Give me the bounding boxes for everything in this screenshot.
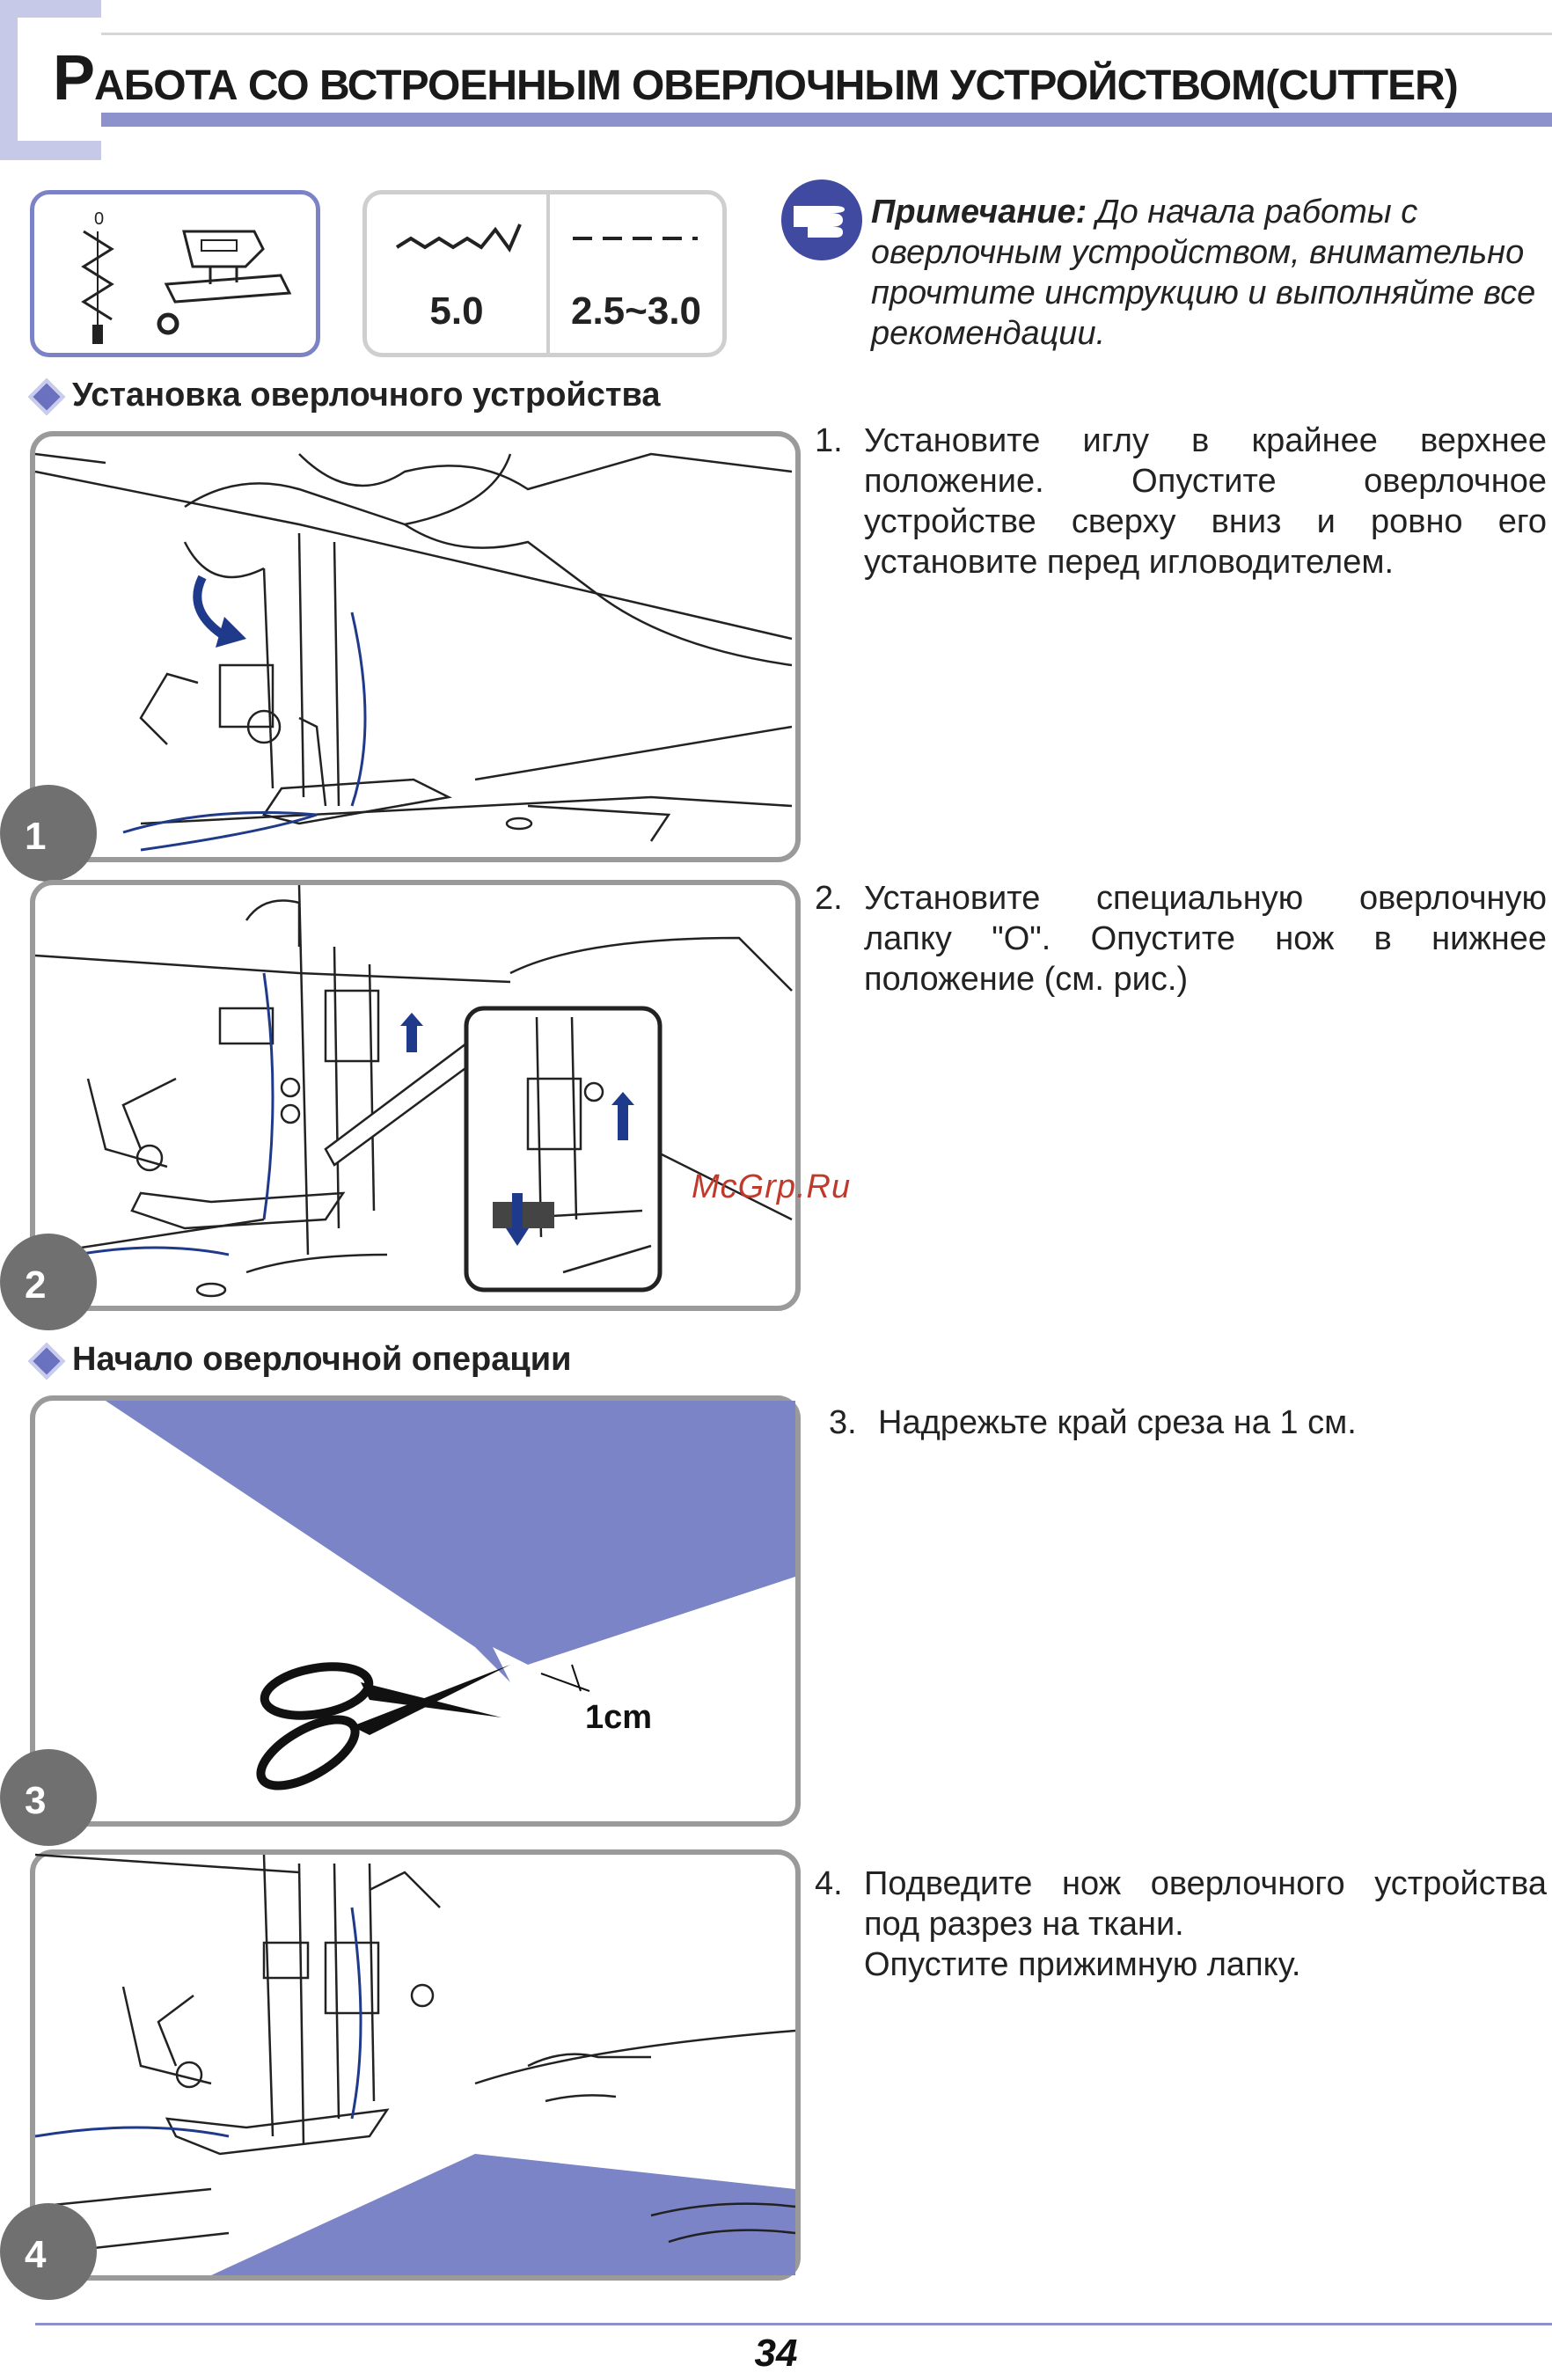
down-arrow-icon <box>506 1193 529 1246</box>
figure-2-badge: 2 <box>0 1234 97 1330</box>
figure-3-badge: 3 <box>0 1749 97 1846</box>
stitch-settings-box: 5.0 2.5~3.0 <box>362 190 727 357</box>
up-arrow-icon <box>400 1013 423 1052</box>
watermark: McGrp.Ru <box>692 1168 852 1205</box>
page-title-initial: Р <box>53 43 95 114</box>
figure-4-badge: 4 <box>0 2203 97 2300</box>
page-title-rest: АБОТА СО ВСТРОЕННЫМ ОВЕРЛОЧНЫМ УСТРОЙСТВ… <box>94 62 1459 109</box>
pointing-hand-icon <box>781 179 862 260</box>
cut-length-label: 1cm <box>585 1699 652 1736</box>
stitch-width-value: 5.0 <box>429 289 484 333</box>
figure-2: 2 <box>0 880 801 1330</box>
page-title: РАБОТА СО ВСТРОЕННЫМ ОВЕРЛОЧНЫМ УСТРОЙСТ… <box>53 42 1459 114</box>
step-1-text: Установите иглу в крайнее верхнее положе… <box>864 422 1547 581</box>
section-diamond-icon <box>27 377 66 416</box>
stitch-pattern-icon: 0 <box>81 209 114 344</box>
header-rule-bottom <box>101 113 1552 127</box>
figure-3-illustration: 1cm <box>106 1401 795 1790</box>
step-4: 4. Подведите нож оверлочного устройства … <box>815 1864 1547 1996</box>
section-title-operation: Начало оверлочной операции <box>72 1341 572 1378</box>
step-4-text-line2: Опустите прижимную лапку. <box>864 1946 1301 1983</box>
step-2-text: Установите специальную оверлочную лапку … <box>864 880 1547 998</box>
step-3-text: Надрежьте край среза на 1 см. <box>878 1404 1357 1441</box>
section-title-installation: Установка оверлочного устройства <box>72 377 661 414</box>
step-4-number: 4. <box>815 1865 843 1902</box>
stitch-length-value: 2.5~3.0 <box>570 289 702 333</box>
figure-1-illustration <box>34 452 793 852</box>
figure-4-illustration <box>34 1853 796 2275</box>
figure-1-badge: 1 <box>0 785 97 882</box>
footer-rule <box>35 2323 1552 2325</box>
fabric-shape-2 <box>211 2154 795 2275</box>
note-label: Примечание: <box>871 194 1087 231</box>
presser-foot-settings-box: 0 <box>30 190 320 357</box>
overlock-foot-icon <box>157 230 292 335</box>
stitch-pattern-label: 0 <box>94 209 104 229</box>
up-arrow-icon-2 <box>611 1092 634 1140</box>
zigzag-width-icon <box>395 223 522 253</box>
step-4-text: Подведите нож оверлочного устройства под… <box>864 1864 1547 1985</box>
page-number: 34 <box>754 2332 798 2375</box>
step-3: 3. Надрежьте край среза на 1 см. <box>829 1402 1547 1455</box>
scissors-icon <box>256 1662 510 1790</box>
header-corner-shade <box>18 113 101 141</box>
stitch-settings-divider <box>546 194 550 353</box>
note-paragraph: Примечание: До начала работы с оверлочны… <box>871 192 1544 354</box>
fabric-shape <box>106 1401 795 1682</box>
section-diamond-icon-2 <box>27 1342 66 1380</box>
step-1: 1. Установите иглу в крайнее верхнее пол… <box>815 421 1547 597</box>
header-rule-top <box>101 33 1552 35</box>
note-body: До начала работы с оверлочным устройство… <box>871 194 1536 352</box>
figure-2-illustration <box>34 884 793 1298</box>
step-2-number: 2. <box>815 880 843 917</box>
figure-3: 1cm 3 <box>0 1395 801 1846</box>
straight-length-icon <box>573 237 698 240</box>
step-4-text-line1: Подведите нож оверлочного устройства под… <box>864 1865 1547 1943</box>
step-3-number: 3. <box>829 1404 857 1441</box>
step-1-number: 1. <box>815 422 843 459</box>
figure-4: 4 <box>0 1849 801 2300</box>
figure-1: 1 <box>0 431 801 882</box>
step-2: 2. Установите специальную оверлочную лап… <box>815 878 1547 1010</box>
